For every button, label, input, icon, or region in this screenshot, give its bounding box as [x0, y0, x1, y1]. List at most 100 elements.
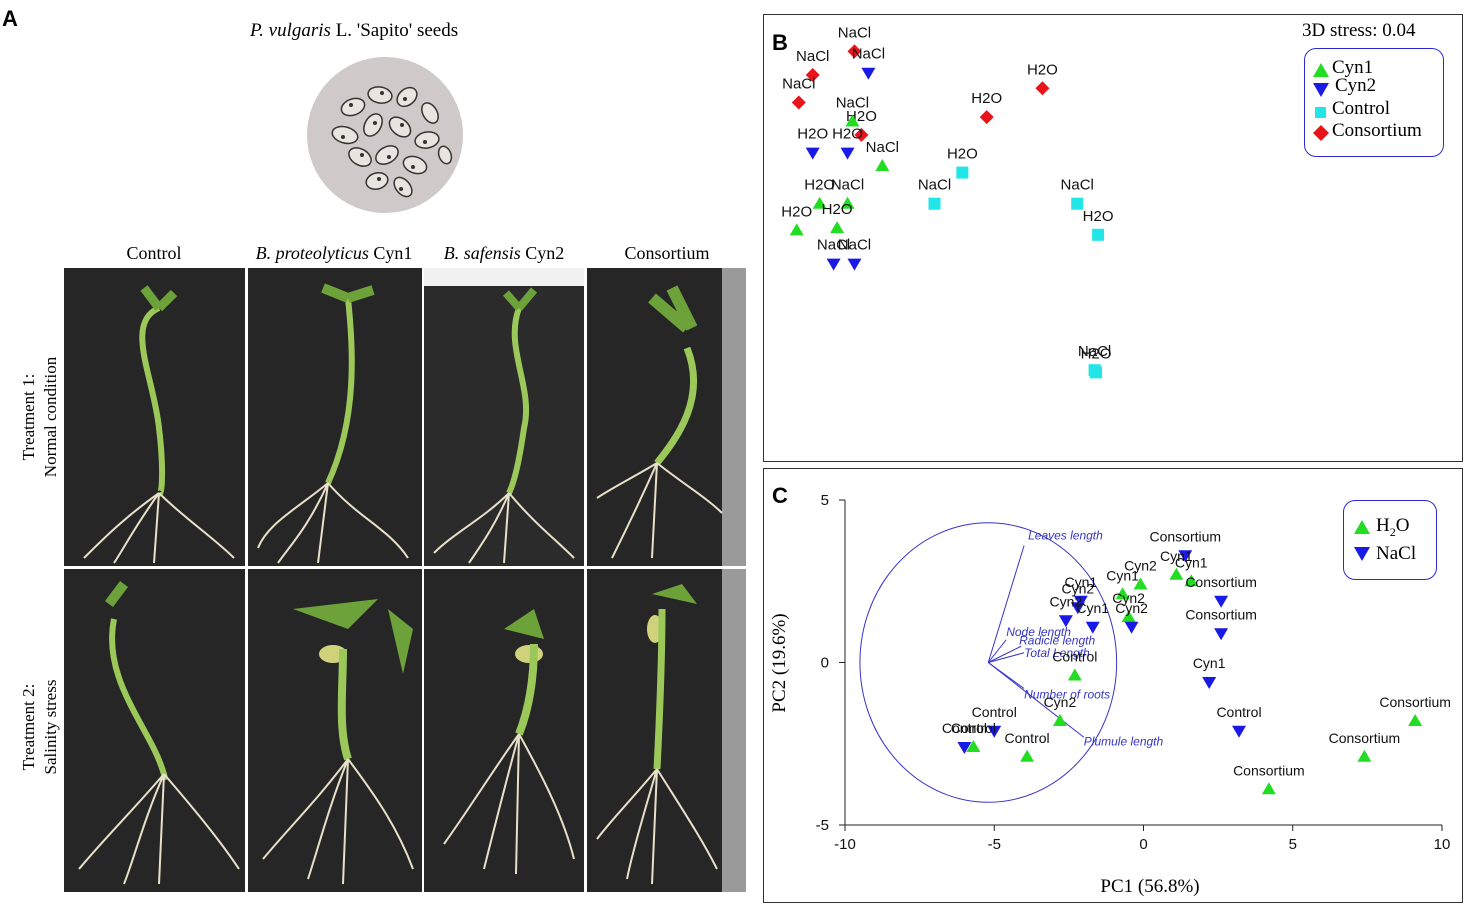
legend-h2o-marker	[1354, 520, 1370, 534]
pca-point-label: Consortium	[1185, 606, 1257, 622]
nmds-point-consortium	[979, 110, 994, 125]
nmds-point-cyn1	[845, 114, 860, 127]
nmds-point-label: NaCl	[838, 24, 871, 41]
pca-point-nacl	[1232, 725, 1247, 738]
nmds-point-label: NaCl	[836, 95, 869, 112]
nmds-point-cyn2	[861, 67, 876, 80]
pca-point-h2o	[1184, 574, 1199, 587]
nmds-point-label: NaCl	[796, 48, 829, 65]
nmds-point-cyn2	[826, 258, 841, 271]
pca-point-label: Cyn2	[1112, 590, 1145, 606]
pca-point-nacl	[1214, 628, 1229, 641]
nmds-point-control	[928, 197, 941, 210]
nmds-point-label: NaCl	[918, 177, 951, 194]
photo-cyn1-normal	[248, 268, 422, 566]
nmds-point-cyn1	[830, 221, 845, 234]
pca-x-axis-label: PC1 (56.8%)	[1100, 876, 1200, 897]
pca-loading-label: Plumule length	[1084, 734, 1164, 748]
photo-cyn2-salinity	[424, 569, 584, 892]
pca-loading-label: Leaves length	[1028, 529, 1103, 543]
nmds-point-label: NaCl	[1078, 343, 1111, 360]
legend-control-marker	[1315, 107, 1326, 118]
row-label-salinity: Treatment 2:Salinity stress	[19, 679, 60, 775]
nmds-point-label: NaCl	[817, 237, 850, 254]
nmds-point-label: NaCl	[1061, 177, 1094, 194]
pca-y-tick-label: 5	[821, 492, 829, 509]
pca-point-nacl	[1085, 621, 1100, 634]
column-header-cyn1: B. proteolyticus Cyn1	[255, 243, 413, 263]
column-header-control: Control	[126, 243, 182, 263]
pca-point-h2o	[1115, 587, 1130, 600]
panel-c-frame	[763, 468, 1463, 903]
pca-point-label: Consortium	[1379, 694, 1451, 710]
nmds-point-control	[1092, 228, 1105, 241]
legend-cyn1-label: Cyn1	[1332, 57, 1374, 78]
pca-point-label: Consortium	[1233, 762, 1305, 778]
pca-loading-vector	[987, 545, 1025, 663]
nmds-stress-annotation: 3D stress: 0.04	[1302, 20, 1416, 41]
nmds-point-label: H2O	[1027, 61, 1058, 78]
pca-point-label: Control	[942, 720, 987, 736]
pca-point-nacl	[987, 725, 1002, 738]
legend-h2o-label: H2O	[1376, 515, 1410, 539]
column-header-cyn2: B. safensis Cyn2	[443, 243, 565, 263]
pca-point-label: Control	[1052, 649, 1097, 665]
nmds-point-label: H2O	[832, 126, 863, 143]
pca-point-h2o	[1357, 749, 1372, 762]
pca-x-tick-label: 0	[1139, 836, 1147, 853]
nmds-point-label: H2O	[1081, 345, 1112, 362]
pca-loading-vector	[987, 662, 1085, 738]
nmds-point-control	[956, 166, 969, 179]
pca-x-tick-label: 10	[1434, 836, 1451, 853]
pca-point-label: Cyn2	[1044, 694, 1077, 710]
pca-loading-vector	[988, 652, 1025, 663]
pca-loading-label: Total Length	[1024, 646, 1090, 660]
seed-title-rest: L. 'Sapito' seeds	[330, 20, 459, 41]
nmds-point-cyn2	[847, 258, 862, 271]
pca-point-label: Cyn1	[1064, 574, 1097, 590]
nmds-legend: Cyn1 Cyn2 Control Consortium	[1304, 48, 1444, 157]
pca-point-h2o	[1408, 714, 1423, 726]
pca-point-label: Control	[972, 704, 1017, 720]
nmds-point-consortium	[1035, 81, 1050, 96]
nmds-point-label: H2O	[1083, 208, 1114, 225]
panel-c-letter: C	[772, 483, 788, 508]
pca-y-axis-label: PC2 (19.6%)	[769, 613, 790, 713]
nmds-point-label: H2O	[804, 177, 835, 194]
photo-control-normal	[64, 268, 245, 566]
pca-x-tick-label: -10	[834, 836, 856, 853]
pca-y-tick-label: -5	[816, 817, 829, 834]
nmds-point-consortium	[847, 44, 862, 59]
pca-point-label: Cyn1	[1160, 548, 1193, 564]
pca-loading-vector	[987, 639, 1007, 663]
pca-loading-label: Number of roots	[1024, 688, 1110, 702]
pca-point-label: Control	[951, 720, 996, 736]
pca-point-nacl	[1058, 615, 1073, 628]
photo-cyn1-salinity	[248, 569, 422, 892]
pca-point-label: Control	[1005, 730, 1050, 746]
pca-point-label: Cyn2	[1061, 580, 1094, 596]
pca-loading-label: Node length	[1006, 625, 1071, 639]
photo-cyn2-normal	[424, 268, 584, 566]
nmds-point-cyn1	[812, 196, 827, 209]
pca-point-label: Cyn2	[1050, 593, 1083, 609]
pca-point-nacl	[957, 742, 972, 754]
pca-point-label: Consortium	[1329, 730, 1401, 746]
panel-b-letter: B	[772, 30, 788, 55]
seed-title-species: P. vulgaris	[250, 20, 331, 41]
pca-legend: H2O NaCl	[1343, 500, 1437, 580]
legend-consortium-label: Consortium	[1332, 120, 1422, 141]
legend-cyn1-marker	[1313, 63, 1329, 77]
pca-loading-vector	[988, 645, 1022, 663]
nmds-point-label: H2O	[971, 90, 1002, 107]
pca-x-tick-label: -5	[988, 836, 1001, 853]
pca-point-label: Cyn1	[1193, 655, 1226, 671]
pca-point-label: Consortium	[1149, 528, 1221, 544]
panel-a-letter: A	[2, 6, 18, 31]
pca-point-h2o	[1052, 714, 1067, 726]
nmds-point-label: H2O	[947, 146, 978, 163]
nmds-point-label: NaCl	[838, 237, 871, 254]
nmds-point-cyn1	[789, 223, 804, 236]
legend-control-label: Control	[1332, 98, 1391, 119]
